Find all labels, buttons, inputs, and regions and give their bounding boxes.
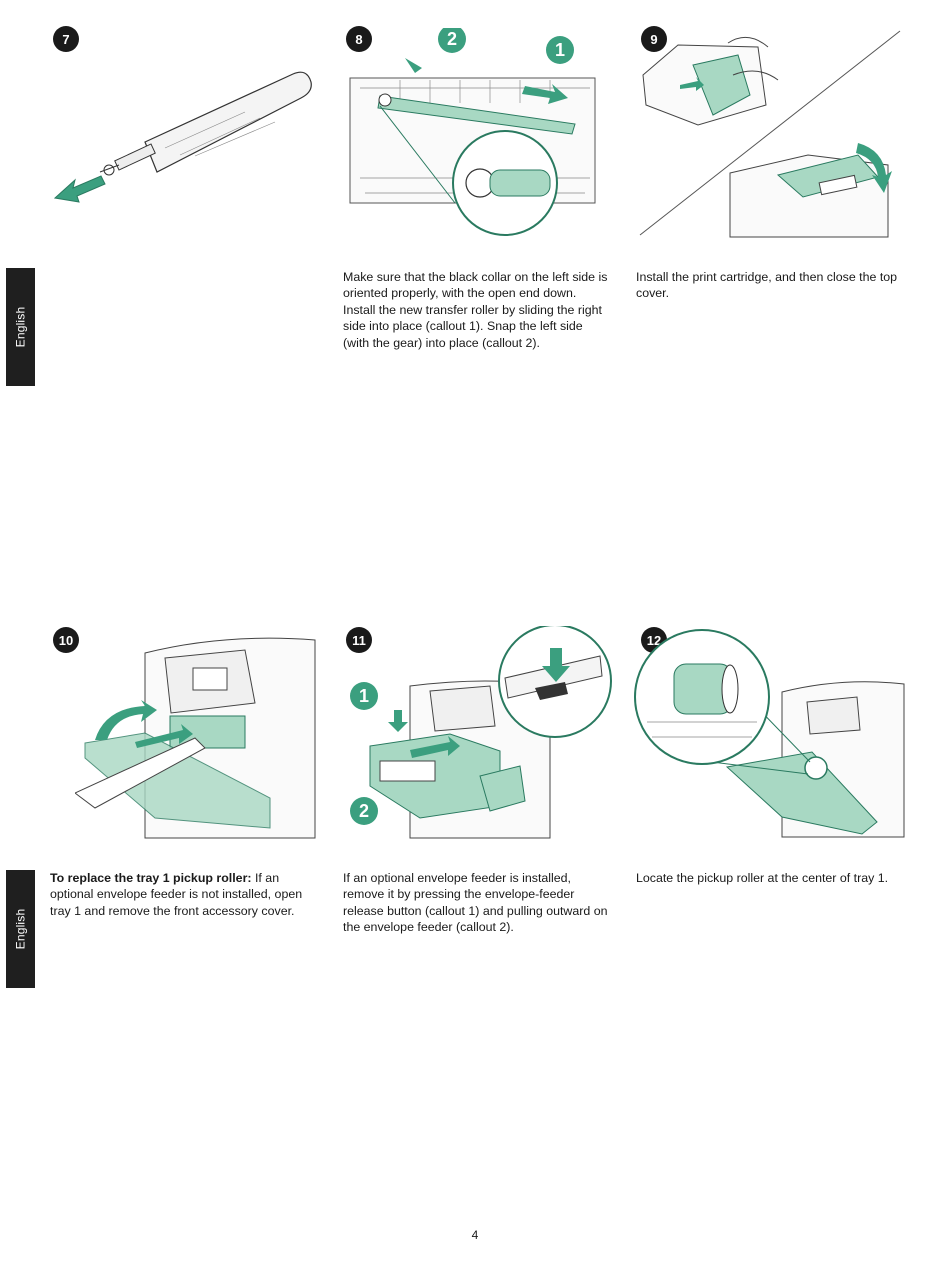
step-8-caption: Make sure that the black collar on the l… <box>343 270 608 350</box>
callout-1-label: 1 <box>555 40 565 60</box>
step-12-caption: Locate the pickup roller at the center o… <box>636 871 889 885</box>
language-tab-label: English <box>13 908 28 950</box>
callout-2-label: 2 <box>359 801 369 821</box>
language-tab-label: English <box>13 306 28 348</box>
step-9-illustration <box>639 30 901 238</box>
step-number-8: 8 <box>346 26 372 52</box>
language-tab-top: English <box>6 268 35 386</box>
step-8-illustration: 2 1 <box>349 28 596 236</box>
step-number-11: 11 <box>346 627 372 653</box>
step-10-caption: To replace the tray 1 pickup roller: If … <box>50 871 303 918</box>
step-10-caption-lead: To replace the tray 1 pickup roller: <box>50 871 252 885</box>
step-number-9: 9 <box>641 26 667 52</box>
step-10-illustration <box>75 637 316 839</box>
callout-1-label: 1 <box>359 686 369 706</box>
step-9-caption: Install the print cartridge, and then cl… <box>636 270 898 301</box>
step-number-10: 10 <box>53 627 79 653</box>
step-7-illustration <box>53 71 312 203</box>
step-number-7: 7 <box>53 26 79 52</box>
page-number: 4 <box>471 1228 479 1242</box>
language-tab-bottom: English <box>6 870 35 988</box>
callout-2-label: 2 <box>447 29 457 49</box>
step-12-illustration <box>634 629 905 838</box>
step-11-caption: If an optional envelope feeder is instal… <box>343 871 608 935</box>
step-11-illustration: 1 2 <box>350 626 612 839</box>
step-number-12: 12 <box>641 627 667 653</box>
